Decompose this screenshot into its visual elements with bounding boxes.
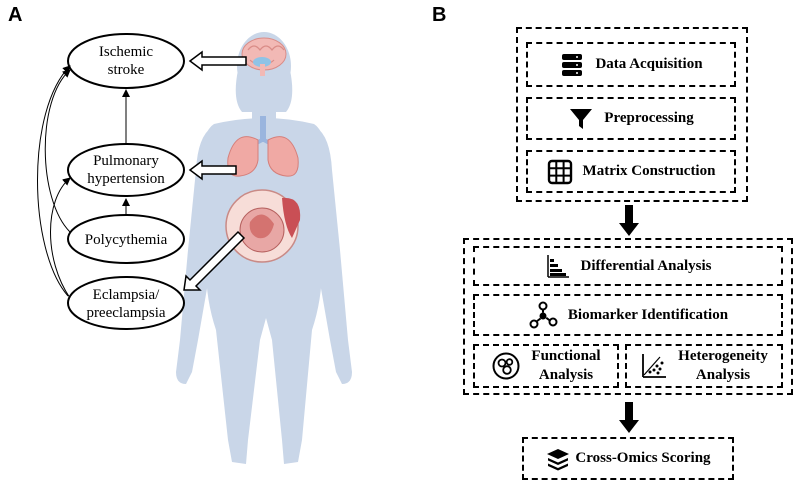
heterogeneity-line1: Heterogeneity bbox=[678, 348, 768, 364]
grid-icon bbox=[547, 159, 573, 185]
down-arrow-2 bbox=[619, 402, 639, 433]
step-preprocessing: Preprocessing bbox=[526, 97, 736, 140]
step-biomarker-identification-label: Biomarker Identification bbox=[567, 306, 729, 323]
bar-chart-icon bbox=[545, 253, 571, 279]
node-pulmonary-hypertension: Pulmonary hypertension bbox=[67, 143, 185, 197]
step-heterogeneity-analysis-label: Heterogeneity Analysis bbox=[678, 347, 768, 385]
step-differential-analysis: Differential Analysis bbox=[473, 246, 783, 286]
down-arrow-1 bbox=[619, 205, 639, 236]
node-polycythemia-label: Polycythemia bbox=[85, 232, 168, 248]
step-functional-analysis-label: Functional Analysis bbox=[531, 347, 600, 385]
database-icon bbox=[559, 52, 585, 78]
node-ischemic-stroke: Ischemic stroke bbox=[67, 33, 185, 89]
step-matrix-construction-label: Matrix Construction bbox=[582, 163, 716, 179]
node-eclampsia-line2: preeclampsia bbox=[86, 305, 165, 321]
step-functional-analysis: Functional Analysis bbox=[473, 344, 619, 388]
functional-line1: Functional bbox=[531, 348, 601, 364]
step-data-acquisition: Data Acquisition bbox=[526, 42, 736, 87]
analysis-group bbox=[463, 238, 793, 395]
funnel-icon bbox=[568, 106, 594, 132]
step-data-acquisition-label: Data Acquisition bbox=[595, 56, 703, 72]
layers-icon bbox=[545, 446, 571, 472]
hollow-arrow-uterus-to-eclampsia bbox=[183, 230, 246, 291]
cells-icon bbox=[491, 351, 521, 381]
uterus-icon bbox=[225, 189, 301, 263]
node-ph-line2: hypertension bbox=[87, 171, 165, 187]
step-cross-omics-scoring-label: Cross-Omics Scoring bbox=[575, 450, 711, 466]
arrow-eclampsia-to-ph bbox=[50, 177, 71, 299]
node-ischemic-stroke-line2: stroke bbox=[108, 62, 145, 78]
node-eclampsia-line1: Eclampsia/ bbox=[93, 287, 160, 303]
arrow-eclampsia-to-stroke bbox=[37, 65, 71, 297]
network-icon bbox=[528, 300, 558, 330]
node-eclampsia: Eclampsia/ preeclampsia bbox=[67, 276, 185, 330]
brain-icon bbox=[241, 37, 287, 76]
panel-a-label: A bbox=[8, 4, 23, 26]
node-ph-line1: Pulmonary bbox=[93, 153, 159, 169]
step-preprocessing-label: Preprocessing bbox=[604, 110, 694, 126]
step-matrix-construction: Matrix Construction bbox=[526, 150, 736, 193]
step-heterogeneity-analysis: Heterogeneity Analysis bbox=[625, 344, 783, 388]
panel-b-label: B bbox=[432, 4, 447, 26]
hollow-arrow-brain-to-stroke bbox=[188, 50, 247, 72]
functional-line2: Analysis bbox=[538, 367, 594, 383]
hollow-arrow-lungs-to-ph bbox=[188, 159, 237, 181]
step-biomarker-identification: Biomarker Identification bbox=[473, 294, 783, 336]
node-polycythemia: Polycythemia bbox=[67, 214, 185, 264]
scatter-plot-icon bbox=[640, 352, 668, 380]
node-ischemic-stroke-line1: Ischemic bbox=[99, 44, 153, 60]
heterogeneity-line2: Analysis bbox=[695, 367, 751, 383]
preparation-group bbox=[516, 27, 748, 202]
step-differential-analysis-label: Differential Analysis bbox=[580, 257, 712, 274]
panel-a-diagram: Ischemic stroke Pulmonary hypertension P… bbox=[37, 32, 352, 464]
arrow-poly-to-stroke bbox=[44, 69, 71, 233]
step-cross-omics-scoring: Cross-Omics Scoring bbox=[522, 437, 734, 480]
